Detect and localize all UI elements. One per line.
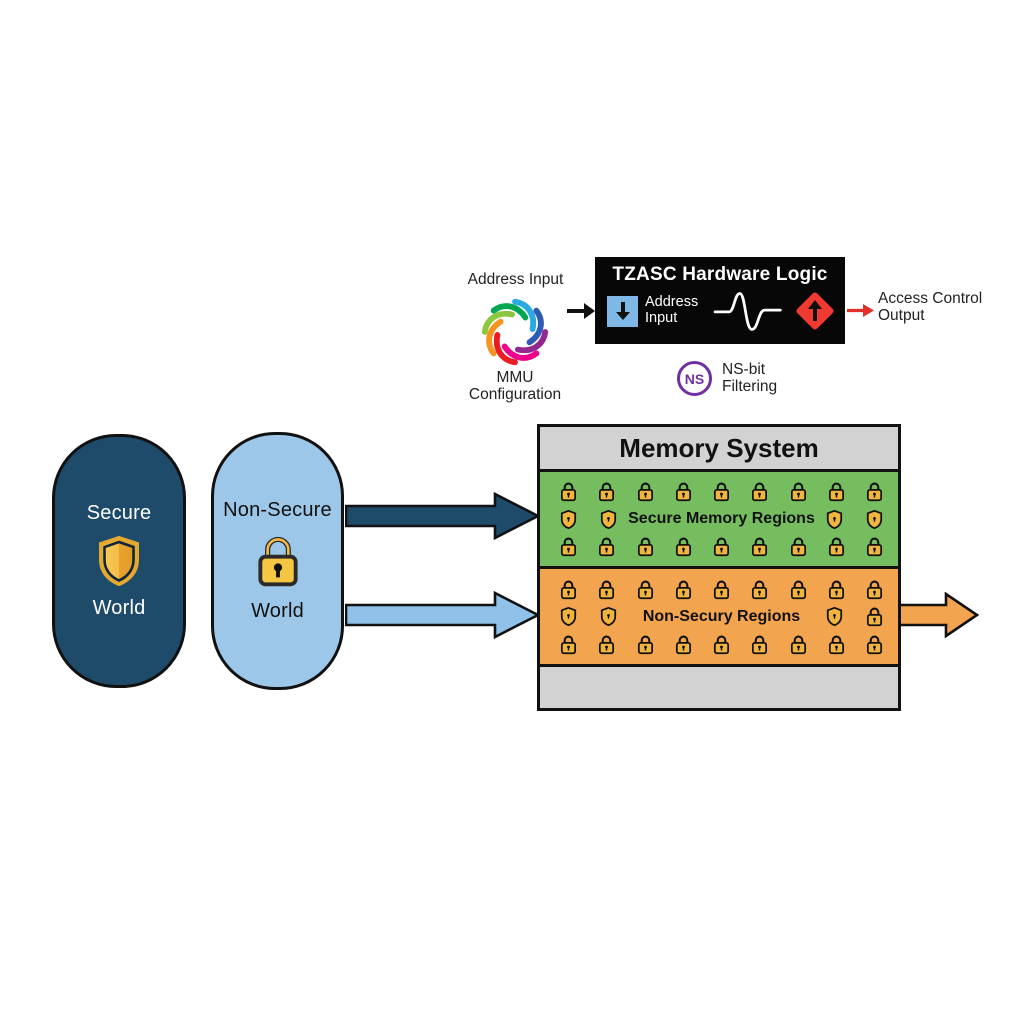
up-arrow-icon [808,300,822,321]
shield-icon [559,606,578,627]
secure-shield-group-right [825,509,884,530]
lock-icon [559,481,578,502]
lock-icon [674,536,693,557]
non-secure-lock-row-bottom [559,634,884,655]
lock-icon [750,536,769,557]
lock-icon [559,536,578,557]
secure-region-label: Secure Memory Regions [628,510,815,527]
lock-icon [636,481,655,502]
input-arrow-icon [567,303,595,319]
secure-lock-row-bottom [559,536,884,557]
memory-footer [540,667,898,708]
lock-icon [559,634,578,655]
non-secure-world-pill: Non-Secure World [211,432,344,690]
lock-icon [712,536,731,557]
secure-world-label2: World [92,597,146,619]
non-secure-lock-row-top [559,579,884,600]
signal-waveform-icon [713,292,782,331]
secure-access-arrow [345,492,541,540]
memory-output-arrow [898,592,980,638]
lock-icon [597,579,616,600]
non-secure-access-arrow [345,591,541,639]
shield-icon [825,509,844,530]
lock-icon [865,481,884,502]
secure-lock-row-top [559,481,884,502]
lock-icon [827,481,846,502]
lock-icon [636,634,655,655]
lock-icon [865,536,884,557]
lock-icon [674,634,693,655]
lock-icon [559,579,578,600]
secure-memory-region: Secure Memory Regions [540,472,898,569]
lock-icon [750,481,769,502]
mmu-configuration-icon [481,298,549,366]
output-arrow-icon [847,304,874,317]
lock-icon [597,481,616,502]
shield-icon [599,606,618,627]
secure-shield-group-left [559,509,618,530]
non-secure-shield-group-right [825,606,884,627]
shield-icon [825,606,844,627]
shield-icon [599,509,618,530]
lock-icon [636,579,655,600]
shield-icon [99,536,139,586]
lock-icon [827,579,846,600]
lock-icon [865,634,884,655]
access-decision-icon [795,291,835,331]
lock-icon [636,536,655,557]
lock-icon [257,536,298,587]
lock-icon [789,634,808,655]
tzasc-box-content: Address Input [595,286,845,344]
ns-bit-badge: NS [677,361,712,396]
lock-icon [674,481,693,502]
secure-world-pill: Secure World [52,434,186,688]
lock-icon [712,481,731,502]
memory-system-box: Memory System Secure Memory Regions Non-… [537,424,901,711]
tzasc-hardware-logic-box: TZASC Hardware Logic Address Input [595,257,845,344]
lock-icon [750,579,769,600]
lock-icon [789,536,808,557]
non-secure-memory-region: Non-Secury Regions [540,569,898,667]
address-down-arrow-icon [607,295,638,327]
memory-system-title: Memory System [540,427,898,472]
non-secure-world-label2: World [251,600,304,622]
lock-icon [674,579,693,600]
access-control-output-label: Access Control Output [878,290,983,325]
lock-icon [712,634,731,655]
lock-icon [827,634,846,655]
lock-icon [827,536,846,557]
non-secure-region-label: Non-Secury Regions [642,607,801,625]
lock-icon [750,634,769,655]
tzasc-address-input-label: Address Input [645,294,699,326]
non-secure-world-label: Non-Secure [223,499,332,521]
lock-icon [865,606,884,627]
shield-icon [559,509,578,530]
secure-world-label: Secure [86,502,152,524]
secure-region-middle-row: Secure Memory Regions [559,509,884,530]
non-secure-shield-group-left [559,606,618,627]
lock-icon [712,579,731,600]
ns-badge-text: NS [684,370,705,387]
lock-icon [789,579,808,600]
address-input-label: Address Input [467,271,564,288]
lock-icon [789,481,808,502]
lock-icon [865,579,884,600]
tzasc-box-title: TZASC Hardware Logic [612,264,828,285]
non-secure-region-middle-row: Non-Secury Regions [559,606,884,627]
shield-icon [865,509,884,530]
mmu-configuration-label: MMU Configuration [468,369,562,404]
lock-icon [597,536,616,557]
lock-icon [597,634,616,655]
ns-bit-filtering-label: NS-bit Filtering [722,361,778,396]
